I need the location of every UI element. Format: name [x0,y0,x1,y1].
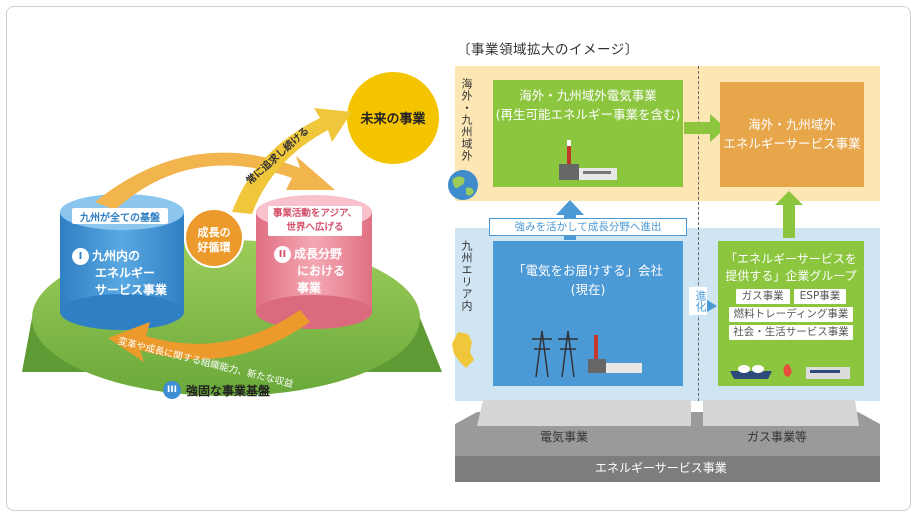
overseas-electric-line1: 海外・九州域外電気事業 [519,88,657,103]
future-business-sun [347,72,439,164]
growth-cycle-circle [184,208,244,268]
overseas-electric-box: 海外・九州域外電気事業 (再生可能エネルギー事業を含む) [493,80,683,187]
cyl2-banner-bg [268,206,362,236]
energy-service-group-box: 「エネルギーサービスを 提供する」企業グループ ガス事業 ESP事業 燃料トレー… [718,241,864,386]
foundation-label: 強固な事業基盤 [186,384,271,398]
capability-return-arrow [108,310,310,362]
cyl2-line1: 成長分野 [294,247,343,261]
cyl2-banner-line1: 事業活動をアジア、 [272,208,358,219]
overseas-energy-service-box: 海外・九州域外 エネルギーサービス事業 [720,82,864,187]
diagram-title: 〔事業領域拡大のイメージ〕 [457,42,639,58]
globe-icon [448,170,478,200]
cyl1-banner-bg [72,208,168,224]
transmission-tower-icon [532,330,642,378]
lng-ship-icon [730,364,850,379]
current-electric-company-box: 「電気をお届けする」会社 (現在) [493,241,683,386]
cyl1-line1: 九州内の [92,249,141,263]
overseas-energy-line1: 海外・九州域外 [748,117,836,132]
evolution-arrow [707,300,717,312]
electric-business-label: 電気事業 [540,430,589,444]
future-business-label: 未来の事業 [360,112,426,127]
business-cycle-diagram [22,72,442,399]
cyl1-line3: サービス事業 [95,283,168,297]
kyushu-map-icon [452,332,474,368]
tag-gas: ガス事業 [735,289,790,304]
overseas-energy-line2: エネルギーサービス事業 [723,136,861,151]
growth-cycle-line1: 成長の [197,226,231,239]
cyl1-line2: エネルギー [95,266,156,280]
gas-business-label: ガス事業等 [747,430,808,444]
tag-fuel-trading: 燃料トレーディング事業 [729,307,853,322]
base-roman: III [166,385,178,395]
cyl1-roman: I [72,248,89,265]
overseas-electric-line2: (再生可能エネルギー事業を含む) [495,107,681,122]
divider-line [698,66,699,401]
cyl2-banner: 事業活動をアジア、 世界へ広げる [268,207,362,235]
base-roman-badge [163,381,181,399]
growth-cycle-label: 成長の 好循環 [186,225,242,255]
cyl2-roman: II [274,246,291,263]
group-line2: 提供する」企業グループ [725,269,857,283]
cyl1-banner: 九州が全ての基盤 [80,213,160,224]
evolution-label: 進化 [689,287,707,315]
current-company-line2: (現在) [570,282,606,297]
band-bottom-label: 九州エリア内 [460,240,473,312]
energy-service-base-label: エネルギーサービス事業 [595,461,727,475]
band-top-label: 海外・九州域外 [460,78,473,162]
growth-cycle-line2: 好循環 [197,241,231,254]
cyl2-banner-line2: 世界へ広げる [286,222,344,233]
cyl2-line2: における [297,264,346,278]
current-company-line1: 「電気をお届けする」会社 [512,263,663,278]
tag-esp: ESP事業 [793,289,847,304]
cyl2-line3: 事業 [297,281,322,295]
pursue-arrow [232,108,352,214]
strength-advance-label: 強みを活かして成長分野へ進出 [489,218,687,236]
group-line1: 「エネルギーサービスを [725,252,857,266]
power-plant-icon [559,140,617,180]
business-base-platform [455,400,880,482]
tag-social-services: 社会・生活サービス事業 [729,325,853,340]
